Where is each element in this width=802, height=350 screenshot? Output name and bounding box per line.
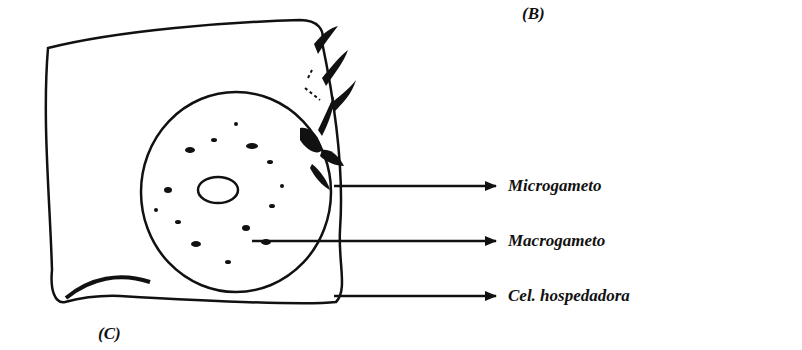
membrane-break: [305, 70, 320, 100]
panel-letter: (C): [98, 325, 121, 344]
panel-letter: (B): [522, 5, 545, 24]
microgametes: [300, 26, 356, 190]
cell-base: [66, 277, 150, 298]
macrogamete-outline: [141, 92, 331, 292]
leader-arrow: [334, 295, 496, 298]
macrogamete-nucleus: [198, 177, 238, 203]
macrogamete-granules: [154, 122, 284, 264]
leader-arrow: [252, 240, 496, 243]
leader-arrow: [334, 185, 496, 188]
part-label: Macrogameto: [508, 232, 605, 251]
part-label: Cel. hospedadora: [508, 287, 630, 306]
host-cell-outline: [46, 20, 342, 303]
part-label: Microgameto: [508, 177, 602, 196]
